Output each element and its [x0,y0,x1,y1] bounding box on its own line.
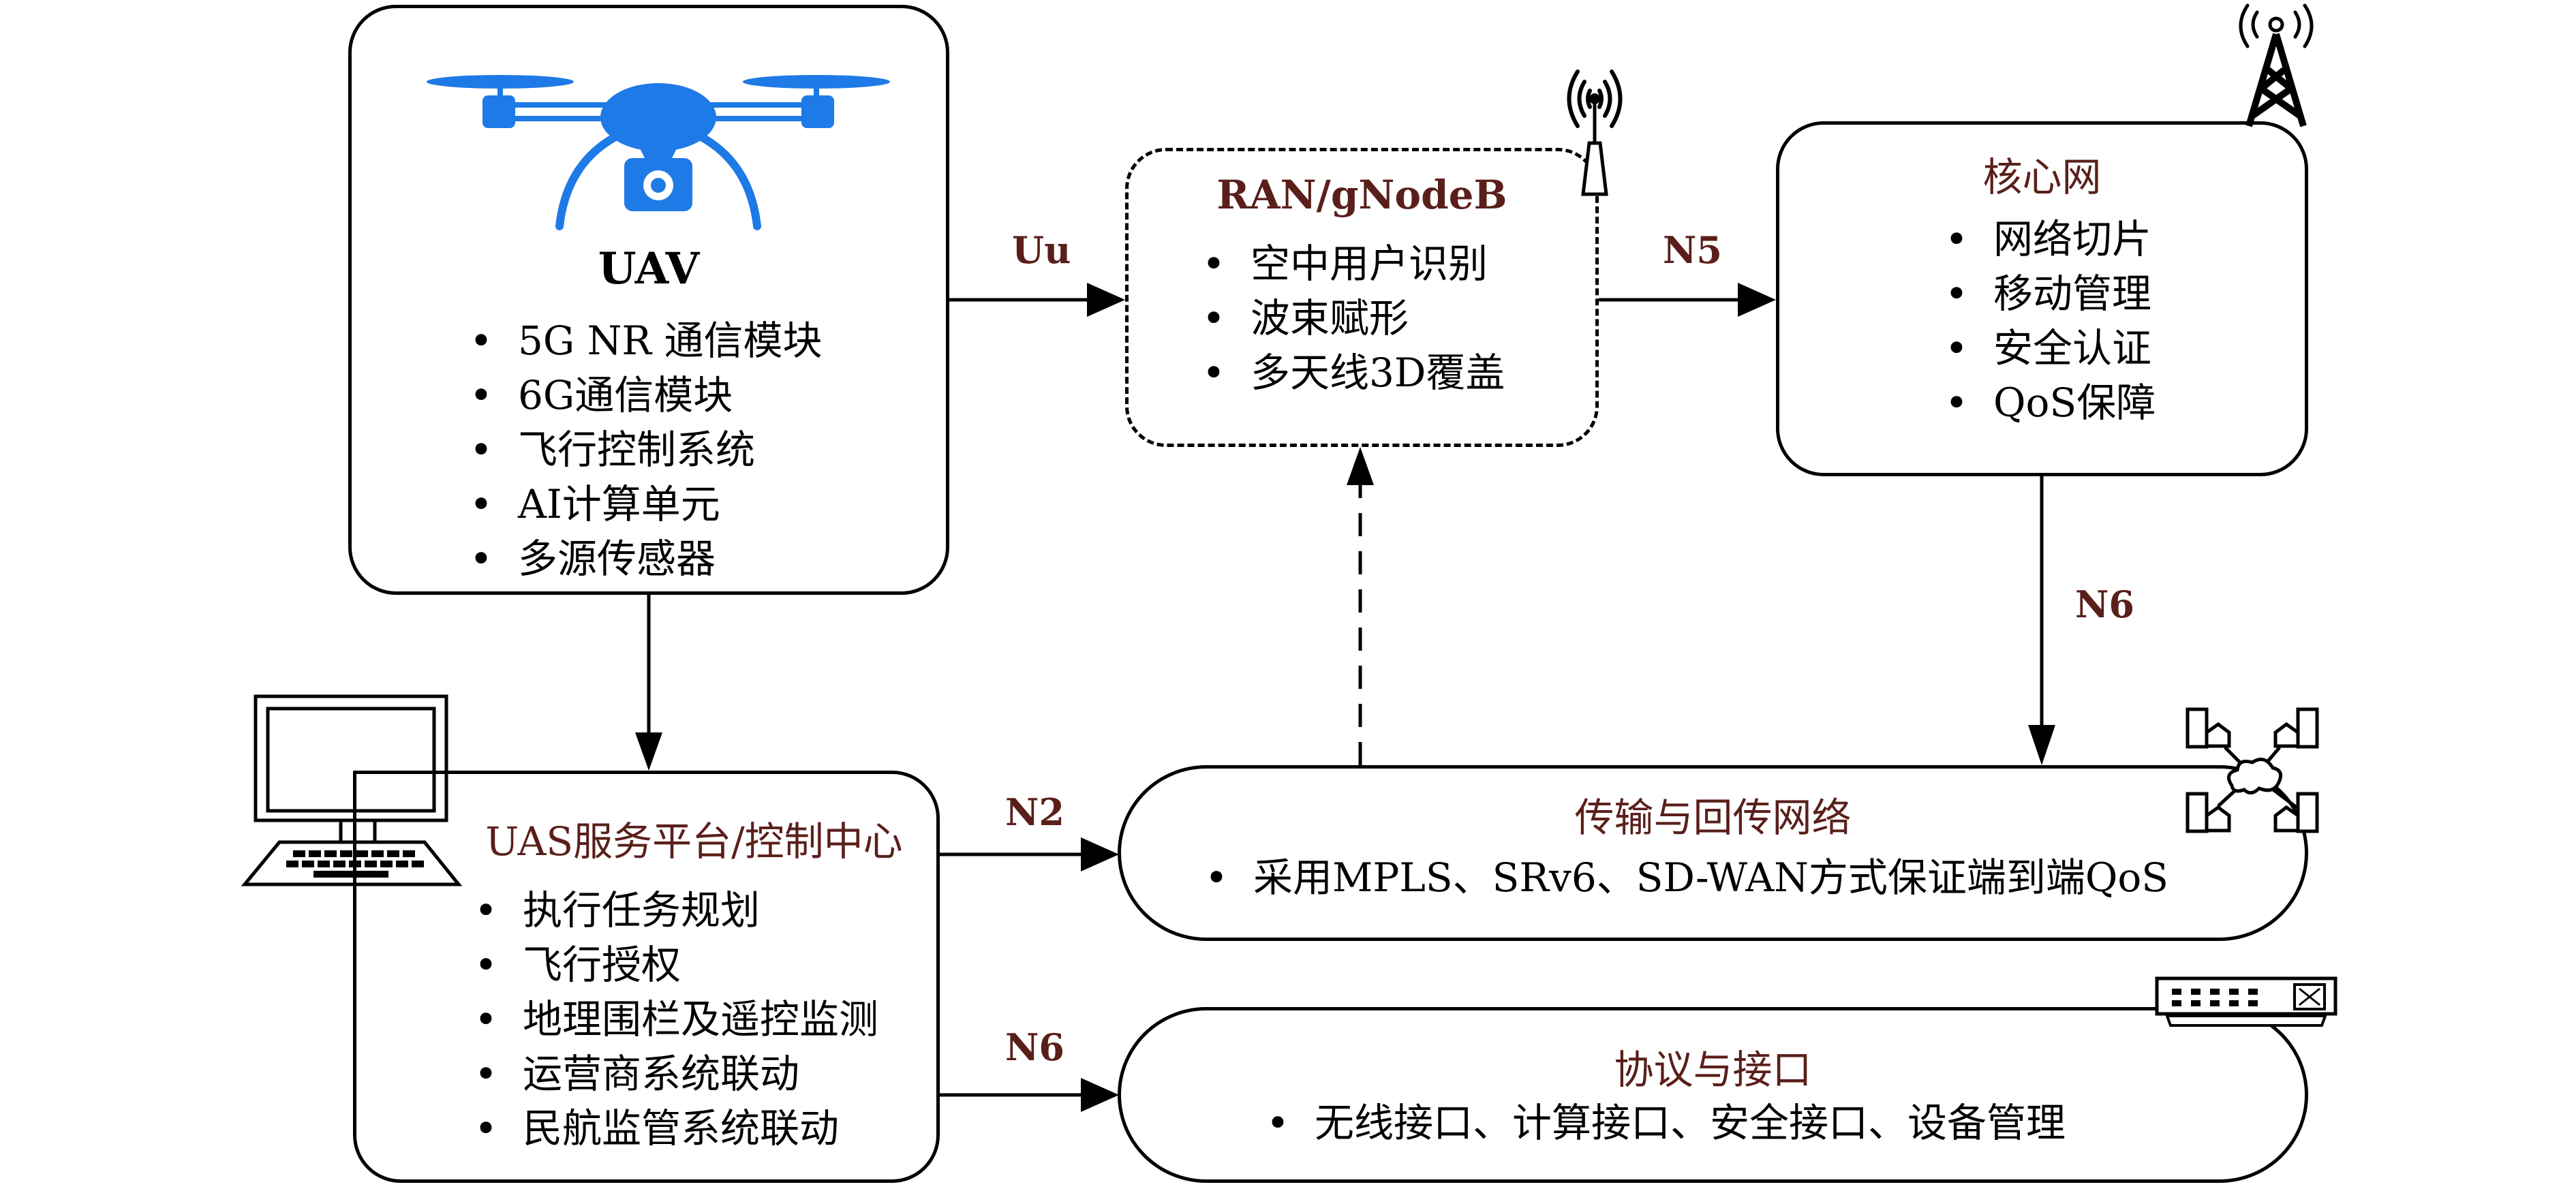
edge-label-n5: N5 [1663,228,1722,272]
network-cloud-icon [2186,707,2319,833]
edge-uas-protocol [940,1078,1119,1112]
list-item: 空中用户识别 [1200,236,1505,291]
uav-node: UAV 5G NR 通信模块 6G通信模块 飞行控制系统 AI计算单元 多源传感… [348,5,949,595]
ran-title: RAN/gNodeB [1216,172,1507,218]
edge-core-transport [2028,476,2055,765]
list-item: 5G NR 通信模块 [467,313,823,368]
edge-transport-ran [1347,447,1374,765]
list-item: AI计算单元 [467,477,823,531]
list-item: 飞行授权 [472,938,878,992]
transport-items: 采用MPLS、SRv6、SD-WAN方式保证端到端QoS [1203,850,2168,905]
drone-icon [427,75,890,230]
computer-icon [241,694,463,886]
transport-node: 传输与回传网络 采用MPLS、SRv6、SD-WAN方式保证端到端QoS [1118,765,2308,941]
edge-label-n6-core: N6 [2075,583,2134,626]
uas-node: UAS服务平台/控制中心 执行任务规划 飞行授权 地理围栏及遥控监测 运营商系统… [353,771,940,1183]
list-item: 执行任务规划 [472,883,878,938]
edge-ran-core [1599,283,1776,317]
list-item: 多源传感器 [467,531,823,586]
list-item: QoS保障 [1943,375,2156,430]
antenna-tower-icon [1567,69,1623,196]
list-item: 移动管理 [1943,266,2156,321]
core-node: 核心网 网络切片 移动管理 安全认证 QoS保障 [1776,121,2308,476]
core-items: 网络切片 移动管理 安全认证 QoS保障 [1943,212,2156,430]
protocol-title: 协议与接口 [1614,1047,1812,1093]
list-item: 6G通信模块 [467,368,823,422]
core-title: 核心网 [1982,154,2102,200]
list-item: 多天线3D覆盖 [1200,345,1505,400]
list-item: 波束赋形 [1200,291,1505,345]
list-item: 民航监管系统联动 [472,1101,878,1156]
list-item: 飞行控制系统 [467,422,823,477]
uav-items: 5G NR 通信模块 6G通信模块 飞行控制系统 AI计算单元 多源传感器 [467,313,823,586]
edge-uav-uas [635,595,662,771]
transport-title: 传输与回传网络 [1574,794,1852,841]
protocol-node: 协议与接口 无线接口、计算接口、安全接口、设备管理 [1118,1007,2308,1183]
uav-title: UAV [598,243,700,294]
list-item: 网络切片 [1943,212,2156,266]
list-item: 地理围栏及遥控监测 [472,992,878,1047]
edge-label-n6-uas: N6 [1005,1025,1064,1069]
edge-uas-transport [940,837,1119,871]
network-switch-icon [2155,976,2337,1027]
ran-items: 空中用户识别 波束赋形 多天线3D覆盖 [1200,236,1505,400]
list-item: 安全认证 [1943,321,2156,375]
edge-uav-ran [949,283,1125,317]
list-item: 采用MPLS、SRv6、SD-WAN方式保证端到端QoS [1203,850,2168,905]
uas-title: UAS服务平台/控制中心 [485,818,903,865]
protocol-items: 无线接口、计算接口、安全接口、设备管理 [1264,1096,2066,1150]
uas-items: 执行任务规划 飞行授权 地理围栏及遥控监测 运营商系统联动 民航监管系统联动 [472,883,878,1156]
edge-label-n2: N2 [1005,790,1064,834]
list-item: 运营商系统联动 [472,1047,878,1101]
list-item: 无线接口、计算接口、安全接口、设备管理 [1264,1096,2066,1150]
edge-label-uu: Uu [1012,228,1071,272]
cell-tower-icon [2239,3,2314,127]
ran-node: RAN/gNodeB 空中用户识别 波束赋形 多天线3D覆盖 [1125,148,1599,447]
